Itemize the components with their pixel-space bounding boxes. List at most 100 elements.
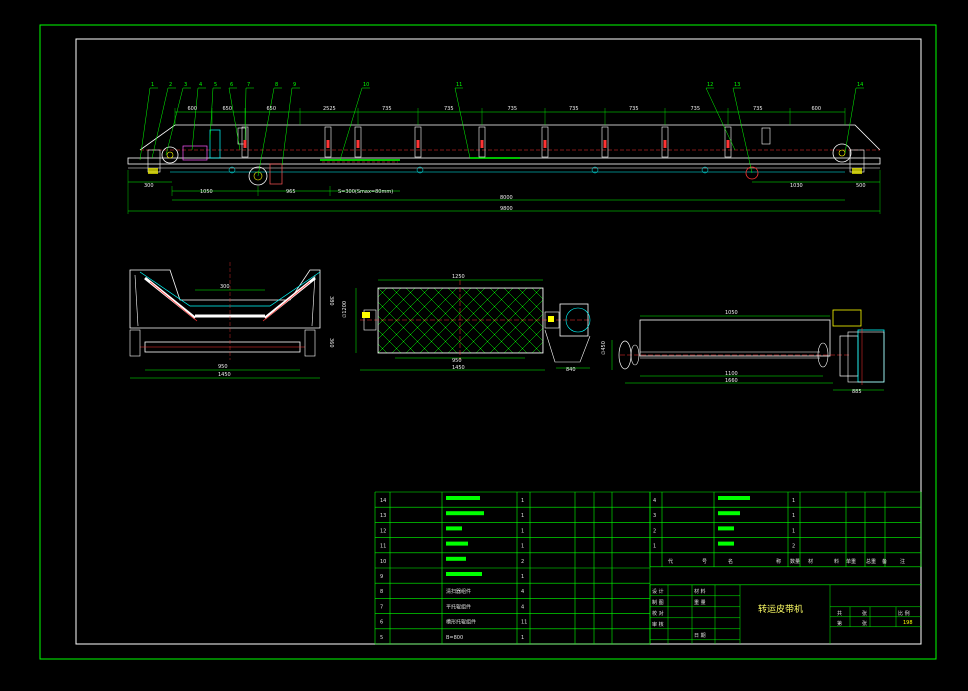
sheet-label: 张: [862, 610, 867, 617]
part-name-bar: [446, 511, 484, 516]
callout-number: 13: [734, 82, 740, 88]
dimension-label: 1450: [452, 365, 465, 371]
part-name-bar: [718, 526, 734, 531]
dimension-label: 1100: [725, 371, 738, 377]
idler-bolt: [663, 140, 667, 148]
dimension-label: 950: [218, 364, 228, 370]
dimension-label: 650: [223, 106, 233, 112]
part-qty: 1: [792, 498, 795, 504]
table-header: 注: [900, 558, 905, 565]
dimension-label: 735: [629, 106, 639, 112]
idler-bolt: [603, 140, 607, 148]
outer-frame: [39, 24, 937, 660]
part-number: 12: [380, 528, 386, 534]
idler-bolt: [243, 140, 247, 148]
part-name: 清扫器组件: [446, 588, 471, 595]
idler-stand: [601, 126, 609, 158]
dimension-label: 735: [691, 106, 701, 112]
dimension-label: ∅1200: [342, 301, 348, 318]
part-name: 槽形托辊组件: [446, 619, 476, 626]
signature-label: 制 图: [652, 599, 664, 606]
dimension-near-right: 1030: [790, 183, 803, 189]
part-qty: 1: [521, 528, 524, 534]
signature-label: 重 量: [694, 599, 706, 606]
callout-number: 2: [169, 82, 172, 88]
idler-bolt: [543, 140, 547, 148]
signature-label: 校 对: [652, 610, 664, 617]
part-qty: 1: [792, 528, 795, 534]
part-number: 11: [380, 544, 386, 550]
sheet-number: 198: [903, 620, 913, 626]
part-name-bar: [446, 572, 482, 576]
part-name-bar: [718, 496, 750, 500]
dimension-overall: 9800: [500, 206, 513, 212]
dimension-label: 2525: [323, 106, 336, 112]
part-name: B=800: [446, 635, 463, 641]
dimension-label: 1250: [452, 274, 465, 280]
dimension-label: ∅450: [601, 341, 607, 355]
part-qty: 1: [521, 498, 524, 504]
dimension-label: 735: [569, 106, 579, 112]
idler-bolt: [480, 140, 484, 148]
sheet-label: 张: [862, 620, 867, 627]
idler-stand: [414, 126, 422, 158]
table-header: 称: [776, 558, 781, 565]
part-number: 5: [380, 635, 383, 641]
callout-number: 1: [151, 82, 154, 88]
idler-stand: [541, 126, 549, 158]
sheet-label: 共: [837, 610, 842, 617]
signature-label: 日 期: [694, 633, 706, 639]
dimension-label: 380: [328, 296, 334, 306]
callout-number: 4: [199, 82, 202, 88]
lagging-hatch: [378, 288, 543, 353]
part-name-bar: [718, 541, 734, 546]
dimension-overall-inner: 8000: [500, 195, 513, 201]
part-name: 平托辊组件: [446, 603, 471, 610]
signature-label: 设 计: [652, 588, 664, 595]
sheet-label: 第: [837, 620, 842, 627]
part-number: 1: [653, 544, 656, 550]
part-number: 3: [653, 513, 656, 519]
table-header: 料: [834, 558, 839, 565]
dimension-right: 500: [856, 183, 866, 189]
part-name-bar: [446, 526, 462, 531]
dimension-label: 735: [444, 106, 454, 112]
idler-stand: [661, 126, 669, 158]
dimension-bottom: 965: [286, 189, 296, 195]
idler-stand: [354, 126, 362, 158]
table-header: 单重: [846, 558, 856, 565]
part-number: 6: [380, 620, 383, 626]
part-number: 8: [380, 589, 383, 595]
callout-number: 12: [707, 82, 713, 88]
table-header: 总重: [866, 558, 876, 565]
part-number: 2: [653, 528, 656, 534]
table-header: 数量: [790, 558, 800, 565]
part-qty: 11: [521, 620, 527, 626]
dimension-label: 1660: [725, 378, 738, 384]
part-qty: 1: [521, 544, 524, 550]
table-header: 材: [808, 558, 813, 565]
callout-number: 6: [230, 82, 233, 88]
callout-number: 5: [214, 82, 217, 88]
dimension-label: 1050: [725, 310, 738, 316]
callout-number: 14: [857, 82, 863, 88]
part-name-bar: [446, 541, 468, 546]
idler-stand: [478, 126, 486, 158]
callout-number: 8: [275, 82, 278, 88]
dimension-label: 950: [452, 358, 462, 364]
part-name-bar: [718, 511, 740, 516]
dimension-label: 840: [566, 367, 576, 373]
dimension-bottom: 1050: [200, 189, 213, 195]
part-number: 7: [380, 604, 383, 610]
dimension-label: 735: [382, 106, 392, 112]
part-number: 14: [380, 498, 386, 504]
part-qty: 4: [521, 589, 524, 595]
callout-number: 11: [456, 82, 462, 88]
dimension-label: 300: [220, 284, 230, 290]
dimension-label: 360: [328, 338, 334, 348]
scale-label: 比 例: [898, 610, 910, 617]
part-qty: 1: [521, 513, 524, 519]
